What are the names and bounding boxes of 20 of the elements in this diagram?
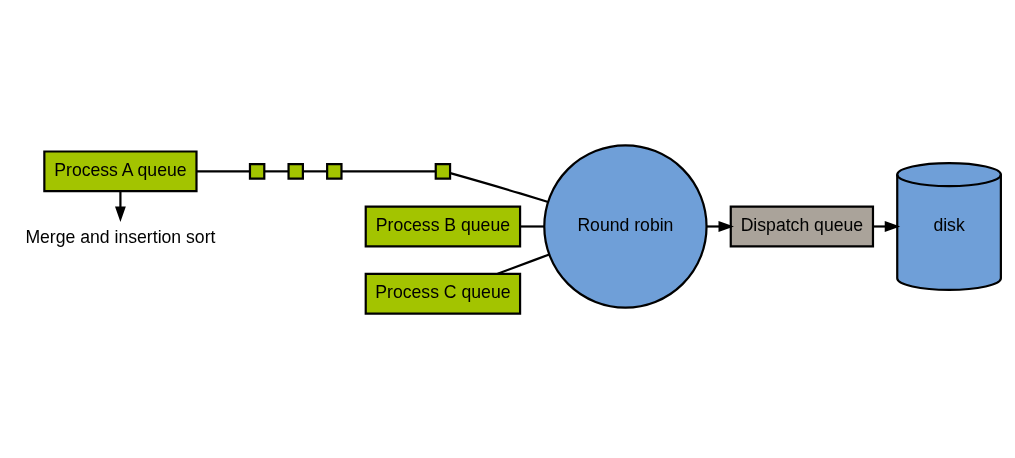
- arrow: [872, 220, 900, 232]
- connector: [264, 169, 288, 172]
- node-box: Process C queue: [364, 272, 521, 315]
- connector: [341, 169, 436, 172]
- node-box: [325, 162, 343, 180]
- node-box: [286, 162, 304, 180]
- node-box: Process A queue: [42, 149, 198, 192]
- connector: [196, 169, 250, 172]
- connector: [496, 252, 550, 275]
- node-circle: Round robin: [542, 143, 708, 309]
- node-box: Dispatch queue: [729, 205, 874, 247]
- node-box: [434, 162, 451, 180]
- node-box: [248, 162, 265, 180]
- arrow: [706, 220, 734, 232]
- connector: [302, 169, 327, 172]
- connector: [449, 171, 548, 203]
- connector: [520, 224, 544, 228]
- arrow: [114, 190, 126, 222]
- node-box: Process B queue: [364, 205, 521, 247]
- node-text: Merge and insertion sort: [24, 226, 215, 247]
